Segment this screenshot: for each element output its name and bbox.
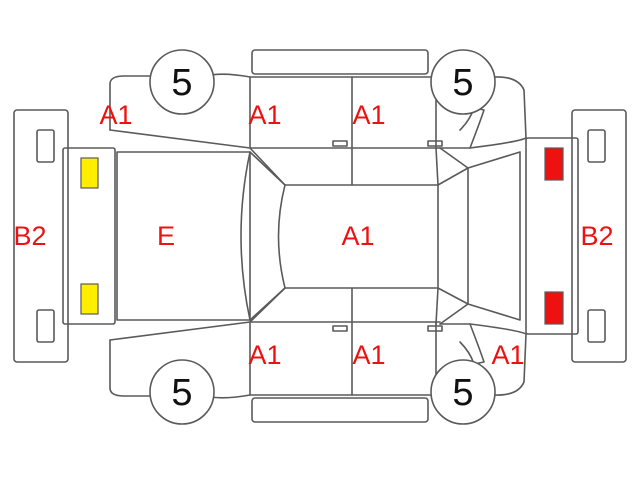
tire-rear-right: 5 <box>430 359 496 425</box>
front-lamp-top-icon <box>80 157 99 189</box>
grade-front-bumper: B2 <box>13 221 46 251</box>
tire-front-left: 5 <box>149 49 215 115</box>
tire-front-right-grade: 5 <box>171 372 192 414</box>
grade-front-door-left: A1 <box>248 100 281 130</box>
doors-top <box>249 76 443 186</box>
grade-roof: A1 <box>341 221 374 251</box>
grade-rear-door-left: A1 <box>352 100 385 130</box>
tire-rear-left-grade: 5 <box>452 62 473 104</box>
tire-rear-left: 5 <box>430 49 496 115</box>
grade-rear-fender-right: A1 <box>491 340 524 370</box>
tire-rear-left-circle <box>430 49 496 115</box>
rear-lamp-bottom-icon <box>544 291 564 325</box>
grade-rear-bumper: B2 <box>580 221 613 251</box>
tire-front-right-circle <box>149 359 215 425</box>
front-bumper <box>13 109 69 363</box>
grade-front-fender-left: A1 <box>99 100 132 130</box>
rear-bumper <box>571 109 627 363</box>
rear-lamp-top-icon <box>544 147 564 181</box>
tire-front-left-grade: 5 <box>171 62 192 104</box>
grade-front-door-right: A1 <box>248 340 281 370</box>
grade-hood: E <box>157 221 175 251</box>
tire-front-right: 5 <box>149 359 215 425</box>
tire-rear-right-grade: 5 <box>452 372 473 414</box>
tire-rear-right-circle <box>430 359 496 425</box>
front-lamp-bottom-icon <box>80 283 99 315</box>
grade-rear-door-right: A1 <box>352 340 385 370</box>
tire-front-left-circle <box>149 49 215 115</box>
roof-rail-top <box>251 49 429 75</box>
roof-rail-bottom <box>251 397 429 423</box>
